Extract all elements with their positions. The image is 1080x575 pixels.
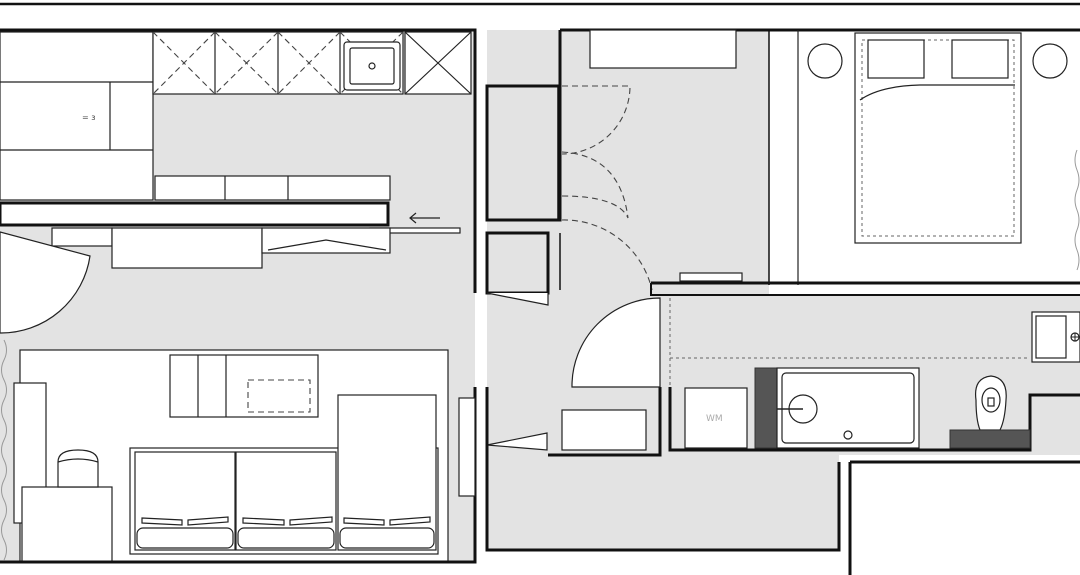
kitchen-fridge bbox=[404, 31, 472, 95]
hall-coat-rack bbox=[458, 397, 476, 497]
kitchen-partition bbox=[0, 201, 461, 234]
svg-text:= з: = з bbox=[82, 113, 96, 122]
washing-machine-label: WM bbox=[706, 414, 723, 424]
closet-door-swings bbox=[486, 85, 653, 306]
curtain-left bbox=[1, 339, 7, 561]
kitchen-sink bbox=[343, 41, 401, 91]
closet-upper bbox=[485, 84, 562, 222]
shower-tray bbox=[754, 367, 920, 449]
sliding-arrow-icon bbox=[409, 212, 440, 224]
toilet bbox=[949, 375, 1031, 449]
kitchen-appliances bbox=[51, 227, 391, 269]
chair-icon bbox=[57, 449, 99, 488]
hall-shoe-cabinet bbox=[561, 409, 647, 451]
sofa bbox=[129, 394, 439, 555]
washing-machine: WM bbox=[684, 387, 748, 449]
entrance-door bbox=[485, 387, 841, 552]
kitchen-lower-cabinets bbox=[154, 175, 391, 201]
bathroom-sink bbox=[1031, 311, 1080, 363]
bed bbox=[807, 32, 1068, 244]
bathroom-door bbox=[571, 297, 671, 388]
kitchen-upper-cabinets: = з bbox=[0, 31, 154, 201]
bathroom-walls bbox=[548, 272, 1080, 575]
bedroom-wardrobe bbox=[589, 29, 737, 69]
desk bbox=[21, 486, 113, 563]
curtain-right bbox=[1074, 149, 1080, 271]
living-door-swing bbox=[0, 231, 91, 334]
coffee-table bbox=[169, 354, 319, 418]
